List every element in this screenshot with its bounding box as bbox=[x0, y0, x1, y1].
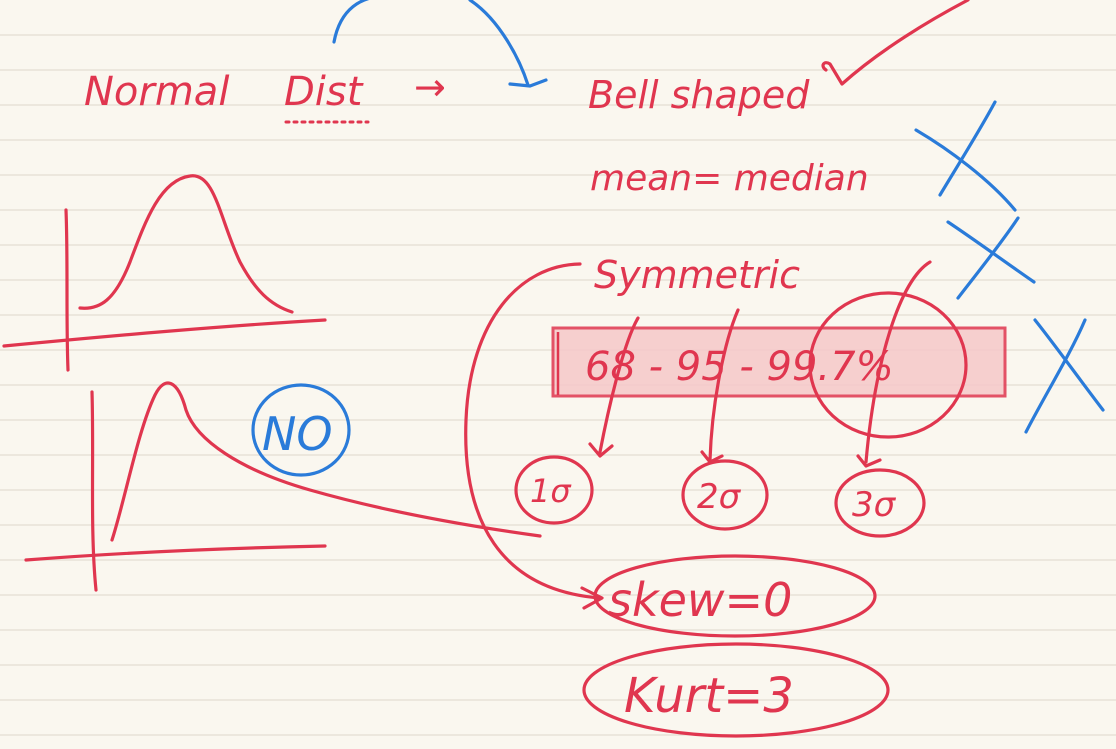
blue-cross-icons bbox=[914, 100, 1105, 434]
check-icon bbox=[821, 0, 970, 86]
cross-icon bbox=[1024, 318, 1105, 434]
sigma1-circle bbox=[514, 455, 594, 525]
symmetric-text: Symmetric bbox=[594, 253, 800, 297]
skew-arrow-head bbox=[580, 586, 604, 610]
arrow-99-to-3sigma bbox=[856, 260, 932, 468]
symmetric-to-skew-arrow bbox=[464, 262, 602, 600]
sigma2-circle bbox=[681, 459, 769, 531]
bell-x-axis bbox=[2, 318, 327, 348]
arrow-68-to-1sigma bbox=[588, 316, 640, 458]
sigma3-circle bbox=[834, 468, 926, 538]
skewed-y-axis bbox=[90, 390, 98, 592]
cross-icon bbox=[914, 100, 1017, 212]
circle-99-7 bbox=[808, 291, 968, 439]
no-text: NO bbox=[262, 407, 333, 461]
blue-arrow-head bbox=[508, 78, 548, 88]
empirical-rule-text: 68 - 95 - 99.7% bbox=[585, 344, 894, 390]
heading-dist: Dist bbox=[284, 69, 364, 115]
heading-normal: Normal bbox=[84, 69, 229, 115]
no-circle bbox=[251, 383, 351, 477]
skew-text: skew=0 bbox=[608, 573, 792, 627]
bell-y-axis bbox=[64, 208, 70, 372]
kurt-text: Kurt=3 bbox=[624, 668, 794, 724]
bell-curve bbox=[78, 174, 294, 314]
skew-circle bbox=[593, 554, 877, 638]
skewed-x-axis bbox=[24, 544, 327, 562]
kurt-circle bbox=[582, 642, 890, 738]
cross-icon bbox=[946, 216, 1036, 300]
mean-median-text: mean= median bbox=[590, 158, 869, 199]
sigma2-text: 2σ bbox=[697, 477, 742, 517]
bell-curve-graph bbox=[2, 174, 327, 372]
skewed-curve bbox=[110, 381, 542, 542]
skewed-curve-graph bbox=[24, 381, 542, 592]
sigma1-text: 1σ bbox=[530, 472, 572, 510]
bell-shaped-text: Bell shaped bbox=[588, 73, 810, 117]
ruled-lines bbox=[0, 34, 1116, 736]
heading-arrow: → bbox=[414, 65, 446, 109]
blue-curved-arrow bbox=[332, 0, 530, 87]
sigma3-text: 3σ bbox=[852, 485, 897, 525]
